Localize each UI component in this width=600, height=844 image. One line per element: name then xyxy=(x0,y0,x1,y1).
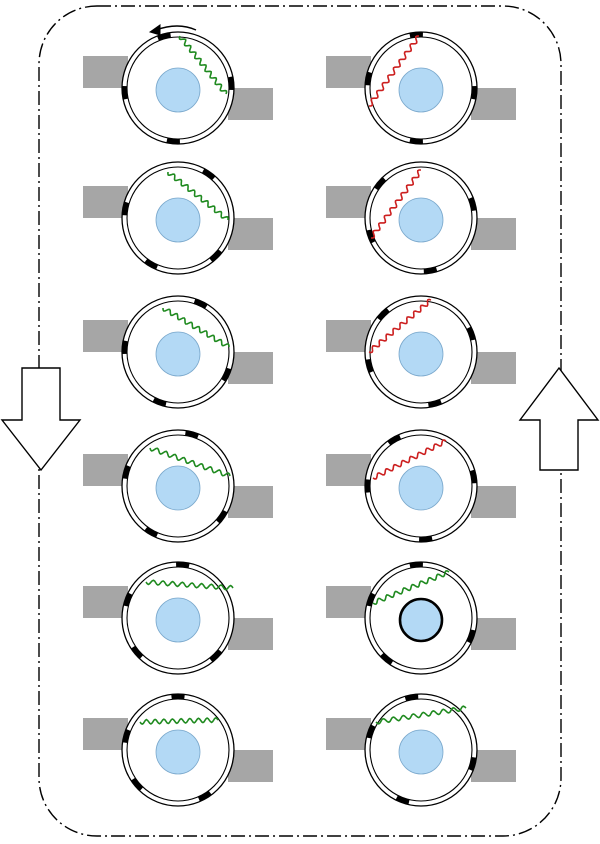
left-unit-3 xyxy=(83,296,273,408)
gray-block-upper xyxy=(83,454,128,486)
left-unit-2 xyxy=(83,162,273,274)
ring-mark-4 xyxy=(124,86,125,99)
ring-mark-4 xyxy=(124,341,125,354)
ring-mark-2 xyxy=(230,77,231,90)
right-unit-5 xyxy=(326,562,516,674)
gray-block-lower xyxy=(228,218,273,250)
ring-mark-3 xyxy=(419,538,432,539)
gray-block-upper xyxy=(326,186,371,218)
gray-block-upper xyxy=(83,718,128,750)
gray-block-lower xyxy=(471,486,516,518)
gray-block-upper xyxy=(326,454,371,486)
up-arrow xyxy=(520,368,598,470)
right-unit-3 xyxy=(326,296,516,408)
ring-mark-3 xyxy=(424,269,437,271)
ring-mark-3 xyxy=(167,140,180,141)
left-unit-4 xyxy=(83,430,273,542)
core xyxy=(156,466,200,510)
core xyxy=(156,68,200,112)
gray-block-lower xyxy=(228,618,273,650)
gray-block-upper xyxy=(83,56,128,88)
left-unit-1 xyxy=(83,32,273,144)
gray-block-upper xyxy=(83,186,128,218)
gray-block-upper xyxy=(326,586,371,618)
gray-block-upper xyxy=(83,586,128,618)
gray-block-lower xyxy=(228,486,273,518)
core-highlighted xyxy=(400,599,442,641)
ring-mark-4 xyxy=(125,202,127,215)
dashed-cycle-frame xyxy=(39,6,561,836)
ring-mark-3 xyxy=(410,140,423,141)
frame-border xyxy=(39,6,561,836)
core xyxy=(399,198,443,242)
gray-block-upper xyxy=(326,320,371,352)
core xyxy=(156,198,200,242)
gray-block-lower xyxy=(228,352,273,384)
ring-mark-2 xyxy=(472,470,474,483)
ring-mark-2 xyxy=(473,86,474,99)
core xyxy=(399,730,443,774)
core xyxy=(156,332,200,376)
gray-block-lower xyxy=(228,750,273,782)
rotation-arrow-shaft xyxy=(156,26,196,30)
right-unit-6 xyxy=(326,694,516,806)
core xyxy=(399,466,443,510)
gray-block-upper xyxy=(83,320,128,352)
ring-mark-1 xyxy=(410,564,423,565)
ring-mark-4 xyxy=(368,72,370,85)
core xyxy=(156,730,200,774)
left-unit-5 xyxy=(83,562,273,674)
right-unit-1 xyxy=(326,32,516,144)
down-arrow xyxy=(2,368,80,470)
right-unit-2 xyxy=(326,162,516,274)
core xyxy=(399,68,443,112)
gray-block-lower xyxy=(471,618,516,650)
gray-block-lower xyxy=(471,88,516,120)
gray-block-lower xyxy=(471,750,516,782)
units xyxy=(83,32,516,806)
rotation-arrow-head xyxy=(150,25,160,35)
gray-block-upper xyxy=(326,56,371,88)
ring-mark-1 xyxy=(405,697,418,699)
gray-block-lower xyxy=(228,88,273,120)
gray-block-upper xyxy=(326,718,371,750)
gray-block-lower xyxy=(471,352,516,384)
core xyxy=(156,598,200,642)
core xyxy=(399,332,443,376)
ring-mark-1 xyxy=(176,564,189,565)
gray-block-lower xyxy=(471,218,516,250)
right-unit-4 xyxy=(326,430,516,542)
left-unit-6 xyxy=(83,694,273,806)
